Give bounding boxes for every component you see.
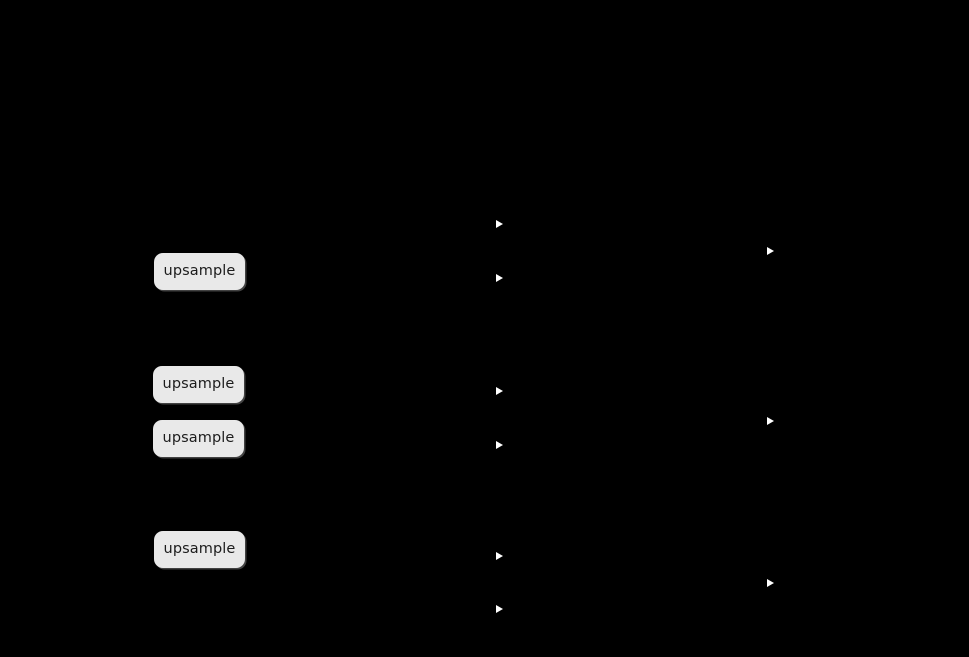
arrowhead-icon [496,605,503,613]
graph-edge [503,391,774,392]
arrowhead-icon [496,220,503,228]
graph-edge [503,224,774,225]
upsample-node[interactable]: upsample [153,366,244,403]
arrowhead-icon [767,579,774,587]
upsample-node[interactable]: upsample [154,253,245,290]
graph-edge [244,384,503,385]
graph-edge [503,556,774,557]
upsample-node[interactable]: upsample [154,531,245,568]
arrowhead-icon [496,387,503,395]
upsample-node[interactable]: upsample [153,420,244,457]
arrowhead-icon [496,274,503,282]
arrowhead-icon [496,441,503,449]
upsample-node-label: upsample [163,541,236,558]
graph-edge [244,438,503,439]
upsample-node-label: upsample [162,430,235,447]
arrowhead-icon [767,417,774,425]
upsample-node-label: upsample [163,263,236,280]
arrowhead-icon [767,247,774,255]
arrowhead-icon [496,552,503,560]
upsample-node-label: upsample [162,376,235,393]
graph-edge [245,271,503,272]
graph-edge [245,549,503,550]
